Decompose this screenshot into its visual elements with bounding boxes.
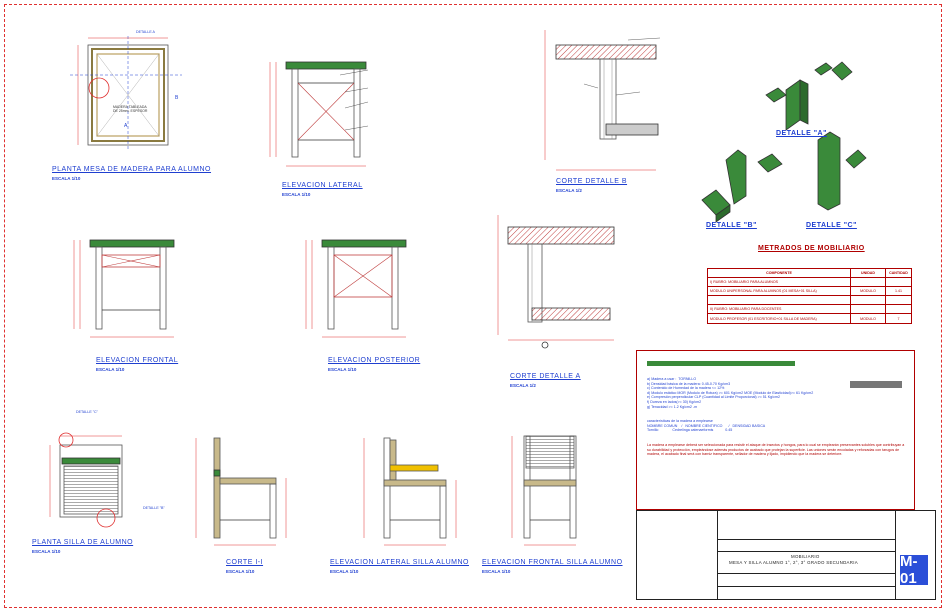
titleblock-mobiliario: MOBILIARIO — [791, 554, 820, 559]
specifications-box: a) Madera a usar : TORNILLO b) Densidad … — [636, 350, 915, 510]
table-cell — [886, 305, 911, 313]
table-header-cell: COMPONENTE — [708, 269, 851, 277]
title-block: MOBILIARIO MESA Y SILLA ALUMNO 1°, 2°, 3… — [636, 510, 936, 600]
table-cell: MODULO UNIPERSONAL PARA ALUMNOS (01 MESA… — [708, 287, 851, 295]
table-row: II) RUBRO: MOBILIARIO PARA DOCENTES — [708, 305, 911, 314]
table-cell: MODULO — [851, 287, 886, 295]
title-elev-front-silla: ELEVACION FRONTAL SILLA ALUMNO — [482, 559, 623, 566]
table-row: MODULO PROFESOR (01 ESCRITORIO+01 SILLA … — [708, 314, 911, 323]
label-detalle-c: DETALLE "C" — [76, 410, 98, 414]
label-a: A — [124, 123, 128, 129]
table-cell — [886, 278, 911, 286]
table-cell — [851, 296, 886, 304]
table-header-cell: UNIDAD — [851, 269, 886, 277]
spec-paragraph: La madera a emplearse deberá ser selecci… — [647, 443, 905, 457]
table-cell: MODULO — [851, 314, 886, 323]
table-cell: 1.41 — [895, 289, 902, 293]
table-cell — [851, 278, 886, 286]
elevacion-frontal-mesa — [73, 239, 175, 338]
table-cell: II) RUBRO: MOBILIARIO PARA DOCENTES — [708, 305, 851, 313]
spec-properties: a) Madera a usar : TORNILLO b) Densidad … — [647, 377, 814, 409]
title-planta-mesa: PLANTA MESA DE MADERA PARA ALUMNO — [52, 166, 212, 173]
table-cell: I) RUBRO: MOBILIARIO PARA ALUMNOS — [708, 278, 851, 286]
table-cell — [886, 296, 911, 304]
label-b: B — [175, 95, 179, 101]
scale-corte-a: ESCALA 1/2 — [510, 383, 536, 388]
planta-mesa: MADERA TABLEADA DE 25mm. ESPESOR — [70, 36, 182, 150]
table-cell: MODULO PROFESOR (01 ESCRITORIO+01 SILLA … — [708, 314, 851, 323]
title-elev-lateral: ELEVACION LATERAL — [282, 182, 363, 189]
table-row — [708, 296, 911, 305]
table-header-cell: CANTIDAD — [889, 271, 908, 275]
table-cell — [851, 305, 886, 313]
scale-corte-1-1: ESCALA 1/10 — [226, 569, 255, 574]
sheet-number: M-01 — [900, 553, 928, 587]
title-corte-1-1: CORTE I-I — [226, 559, 264, 566]
table-row: MODULO UNIPERSONAL PARA ALUMNOS (01 MESA… — [708, 287, 911, 296]
title-detalle-b: DETALLE "B" — [706, 222, 757, 229]
elevacion-lateral-mesa — [269, 61, 369, 167]
scale-planta-silla: ESCALA 1/10 — [32, 549, 61, 554]
title-detalle-a: DETALLE "A" — [776, 130, 827, 137]
table-header: COMPONENTE UNIDAD CANTIDAD — [708, 269, 911, 278]
title-elev-frontal: ELEVACION FRONTAL — [96, 357, 179, 364]
corte-1-1 — [195, 437, 287, 546]
title-corte-b: CORTE DETALLE B — [556, 178, 628, 185]
title-detalle-c: DETALLE "C" — [806, 222, 857, 229]
planta-silla — [49, 432, 123, 528]
scale-elev-lateral: ESCALA 1/10 — [282, 192, 311, 197]
svg-text:MADERA TABLEADA: MADERA TABLEADA — [113, 105, 147, 109]
sheet-border — [4, 4, 942, 608]
title-elev-posterior: ELEVACION POSTERIOR — [328, 357, 421, 364]
scale-elev-posterior: ESCALA 1/10 — [328, 367, 357, 372]
title-corte-a: CORTE DETALLE A — [510, 373, 581, 380]
scale-elev-lat-silla: ESCALA 1/10 — [330, 569, 359, 574]
spec-wood-characteristics: características de la madera a emplearse… — [647, 419, 766, 433]
scale-planta-mesa: ESCALA 1/10 — [52, 176, 81, 181]
svg-text:DE 25mm. ESPESOR: DE 25mm. ESPESOR — [113, 109, 148, 113]
spec-side-bar — [850, 381, 902, 388]
title-planta-silla: PLANTA SILLA DE ALUMNO — [32, 539, 134, 546]
table-cell: 7 — [897, 316, 900, 321]
label-detalle-b: DETALLE "B" — [143, 506, 165, 510]
elevacion-frontal-silla — [511, 435, 577, 546]
corte-detalle-a — [497, 215, 615, 349]
corte-detalle-b — [544, 30, 661, 171]
scale-elev-front-silla: ESCALA 1/10 — [482, 569, 511, 574]
spec-header-bar — [647, 361, 795, 366]
elevacion-posterior-mesa — [305, 239, 407, 338]
elevacion-lateral-silla — [363, 437, 457, 546]
metrados-table: COMPONENTE UNIDAD CANTIDAD I) RUBRO: MOB… — [707, 268, 912, 324]
titleblock-description: MESA Y SILLA ALUMNO 1°, 2°, 3° GRADO SEC… — [729, 560, 859, 565]
table-cell — [708, 296, 851, 304]
title-elev-lat-silla: ELEVACION LATERAL SILLA ALUMNO — [330, 559, 469, 566]
detalle-isometricos — [701, 61, 867, 223]
title-metrados: METRADOS DE MOBILIARIO — [758, 245, 865, 252]
label-detalle-a: DETALLE A — [136, 30, 155, 34]
scale-corte-b: ESCALA 1/2 — [556, 188, 582, 193]
table-row: I) RUBRO: MOBILIARIO PARA ALUMNOS — [708, 278, 911, 287]
scale-elev-frontal: ESCALA 1/10 — [96, 367, 125, 372]
